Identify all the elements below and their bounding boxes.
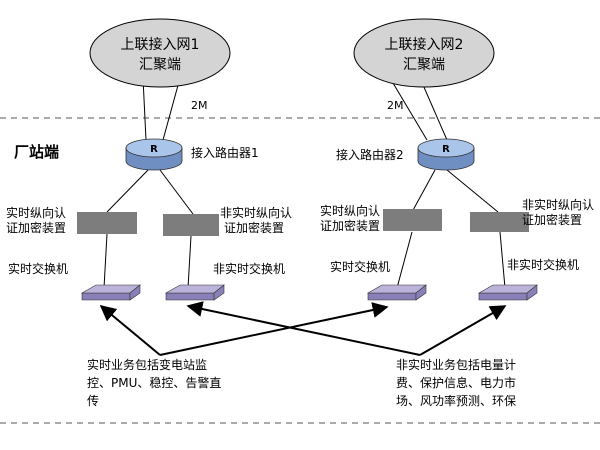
switch-side: [129, 284, 141, 301]
crypto-box: [77, 212, 137, 234]
crypto-device-nonrealtime-1: 非实时纵向认 证加密装置: [163, 205, 292, 236]
realtime-note-line-1: 实时业务包括变电站监: [87, 357, 207, 372]
nonrealtime-note-line-2: 费、保护信息、电力市: [396, 375, 516, 390]
switch-side: [415, 284, 427, 301]
uplink-cloud-1: 上联接入网1 汇聚端: [89, 18, 231, 88]
cloud-shape: [353, 18, 495, 88]
router-top: [417, 138, 475, 158]
service-arrows: [99, 301, 507, 356]
nonrealtime-note-line-1: 非实时业务包括电量计: [396, 357, 516, 372]
switch-1-label: 实时交换机: [8, 261, 68, 276]
crypto-device-realtime-2: 实时纵向认 证加密装置: [320, 203, 442, 233]
switch-realtime-2: 实时交换机: [330, 259, 427, 301]
switch-2-label: 非实时交换机: [213, 261, 285, 276]
crypto-2-line1: 非实时纵向认: [220, 205, 292, 220]
switch-nonrealtime-2: 非实时交换机: [477, 257, 579, 301]
bandwidth-label-1: 2M: [191, 99, 208, 112]
cloud-shape: [89, 18, 231, 88]
switch-icon: [367, 292, 417, 301]
crypto-3-line1: 实时纵向认: [320, 203, 380, 218]
arrow-nonrealtime-to-switch-2: [186, 301, 421, 356]
switch-icon: [478, 292, 528, 301]
crypto-box: [383, 209, 442, 231]
realtime-note-line-3: 传: [87, 393, 99, 408]
access-router-1: R 接入路由器1: [125, 138, 259, 171]
router-1-label: 接入路由器1: [191, 145, 259, 160]
crypto-1-line1: 实时纵向认: [6, 205, 66, 220]
access-router-2: R 接入路由器2: [336, 138, 475, 171]
uplink-cloud-2: 上联接入网2 汇聚端: [353, 18, 495, 88]
switch-side: [526, 284, 538, 301]
router-icon-letter: R: [150, 144, 158, 155]
crypto-device-realtime-1: 实时纵向认 证加密装置: [6, 205, 137, 235]
arrow-nonrealtime-to-switch-4: [419, 305, 507, 356]
section-label: 厂站端: [14, 143, 59, 161]
cloud-1-subtitle: 汇聚端: [139, 57, 181, 73]
switch-realtime-1: 实时交换机: [8, 261, 141, 301]
realtime-note-line-2: 控、PMU、稳控、告警直: [87, 375, 221, 390]
switch-4-label: 非实时交换机: [507, 257, 579, 272]
switch-3-label: 实时交换机: [330, 259, 390, 274]
arrow-realtime-to-switch-3: [159, 302, 389, 356]
realtime-services-note: 实时业务包括变电站监 控、PMU、稳控、告警直 传: [87, 357, 221, 408]
crypto-4-line1: 非实时纵向认: [522, 197, 594, 212]
router-top: [125, 138, 183, 158]
arrow-realtime-to-switch-1: [99, 304, 161, 356]
crypto-3-line2: 证加密装置: [320, 218, 380, 233]
nonrealtime-services-note: 非实时业务包括电量计 费、保护信息、电力市 场、风功率预测、环保: [396, 357, 516, 408]
router-icon-letter: R: [442, 144, 450, 155]
switch-icon: [81, 292, 131, 301]
crypto-box: [163, 214, 219, 236]
crypto-4-line2: 证加密装置: [522, 212, 582, 227]
switch-side: [213, 284, 225, 301]
uplink-lines: [103, 77, 506, 289]
crypto-2-line2: 证加密装置: [224, 220, 284, 235]
router-2-label: 接入路由器2: [336, 147, 404, 162]
bandwidth-label-2: 2M: [387, 99, 404, 112]
crypto-1-line2: 证加密装置: [6, 220, 66, 235]
switch-nonrealtime-1: 非实时交换机: [164, 261, 285, 301]
cloud-1-title: 上联接入网1: [121, 36, 200, 53]
switch-icon: [165, 292, 215, 301]
cloud-2-subtitle: 汇聚端: [403, 57, 445, 73]
crypto-device-nonrealtime-2: 非实时纵向认 证加密装置: [470, 197, 594, 232]
cloud-2-title: 上联接入网2: [385, 36, 464, 53]
nonrealtime-note-line-3: 场、风功率预测、环保: [396, 393, 516, 408]
crypto-box: [470, 212, 529, 232]
